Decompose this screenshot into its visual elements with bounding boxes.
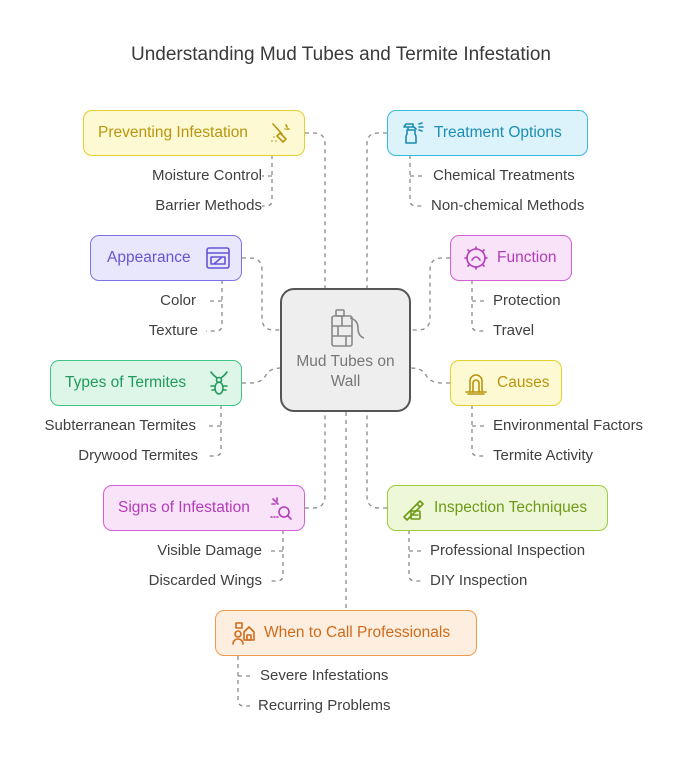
central-topic-label: Mud Tubes on Wall bbox=[296, 353, 395, 390]
leaf-color: Color bbox=[160, 292, 196, 309]
branch-treatment-options: Treatment Options bbox=[387, 110, 588, 156]
leaf-subterranean-termites: Subterranean Termites bbox=[44, 417, 196, 434]
branch-label: Inspection Techniques bbox=[434, 499, 588, 516]
diagram-title: Understanding Mud Tubes and Termite Infe… bbox=[130, 44, 551, 65]
plant-growth-icon bbox=[465, 374, 487, 395]
magnifier-bug-icon bbox=[270, 497, 292, 520]
branch-types-of-termites: Types of Termites bbox=[50, 360, 242, 406]
wall-with-tubes-icon bbox=[330, 309, 364, 347]
branch-inspection-techniques: Inspection Techniques bbox=[387, 485, 608, 531]
branch-label: Signs of Infestation bbox=[118, 499, 250, 516]
branch-label: Causes bbox=[497, 374, 550, 391]
leaf-recurring-problems: Recurring Problems bbox=[258, 697, 391, 714]
branch-appearance: Appearance bbox=[90, 235, 242, 281]
broom-icon bbox=[271, 123, 290, 144]
leaf-termite-activity: Termite Activity bbox=[493, 447, 594, 464]
leaf-moisture-control: Moisture Control bbox=[151, 167, 262, 184]
branch-preventing-infestation: Preventing Infestation bbox=[83, 110, 305, 156]
central-topic: Mud Tubes on Wall bbox=[280, 288, 411, 412]
branch-label: Appearance bbox=[107, 249, 191, 266]
branch-label: Treatment Options bbox=[434, 124, 562, 141]
leaf-diy-inspection: DIY Inspection bbox=[430, 572, 528, 589]
leaf-environmental-factors: Environmental Factors bbox=[493, 417, 644, 434]
branch-label: When to Call Professionals bbox=[264, 624, 451, 641]
branch-signs-of-infestation: Signs of Infestation bbox=[103, 485, 305, 531]
leaf-barrier-methods: Barrier Methods bbox=[155, 197, 262, 214]
leaf-texture: Texture bbox=[148, 322, 198, 339]
spray-bottle-icon bbox=[403, 122, 424, 144]
clipboard-pen-icon bbox=[403, 500, 424, 521]
leaf-professional-inspection: Professional Inspection bbox=[430, 542, 586, 559]
branch-function: Function bbox=[450, 235, 572, 281]
branch-label: Preventing Infestation bbox=[98, 124, 248, 141]
shield-hand-icon bbox=[464, 246, 488, 270]
leaf-discarded-wings: Discarded Wings bbox=[148, 572, 262, 589]
branch-label: Function bbox=[497, 249, 557, 266]
leaf-travel: Travel bbox=[493, 322, 535, 339]
leaf-protection: Protection bbox=[493, 292, 561, 309]
leaf-visible-damage: Visible Damage bbox=[157, 542, 262, 559]
branch-label: Types of Termites bbox=[65, 374, 187, 391]
branch-causes: Causes bbox=[450, 360, 562, 406]
worker-house-icon bbox=[232, 622, 255, 645]
leaf-severe-infestations: Severe Infestations bbox=[260, 667, 389, 684]
leaf-chemical-treatments: Chemical Treatments bbox=[433, 167, 575, 184]
branch-when-to-call-professionals: When to Call Professionals bbox=[215, 610, 477, 656]
window-icon bbox=[206, 247, 230, 269]
termite-icon bbox=[210, 371, 228, 395]
leaf-drywood-termites: Drywood Termites bbox=[78, 447, 198, 464]
leaf-non-chemical-methods: Non-chemical Methods bbox=[431, 197, 585, 214]
